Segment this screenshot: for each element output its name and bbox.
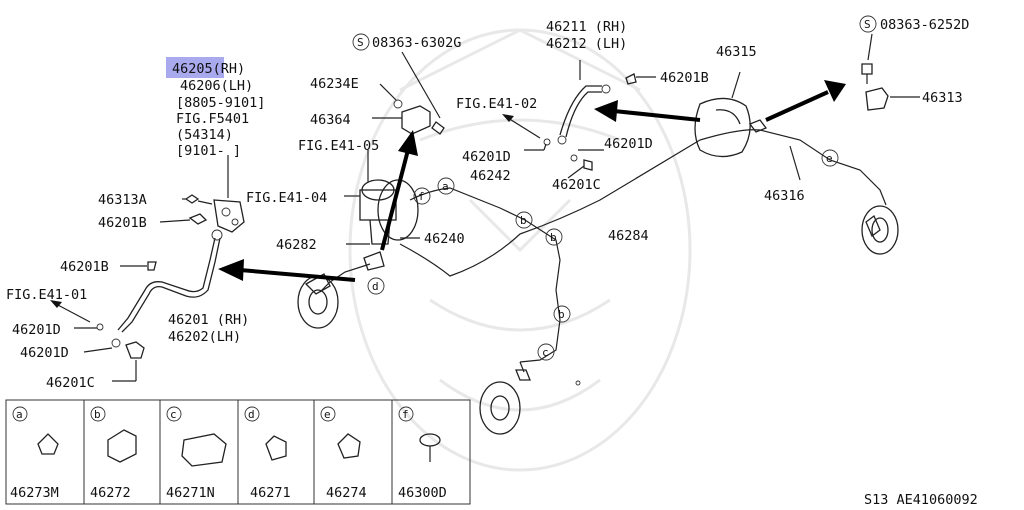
s-mark-text: S: [357, 36, 364, 49]
label-8805: [8805-9101]: [176, 95, 265, 111]
label-fig-e41-02: FIG.E41-02: [456, 96, 537, 112]
legend-b-part: 46272: [90, 485, 131, 501]
label-46201: 46201 (RH): [168, 312, 249, 328]
marker-f: f: [418, 190, 425, 203]
direction-arrows: [218, 80, 846, 282]
clip-46274-icon: [337, 433, 361, 459]
left-brake-assembly: [50, 155, 245, 382]
right-rear-assembly: [694, 33, 920, 255]
s-mark-text-right: S: [864, 18, 871, 31]
legend-f-part: 46300D: [398, 485, 447, 501]
legend-d-key: d: [248, 408, 255, 421]
label-46242: 46242: [470, 168, 511, 184]
label-46313a: 46313A: [98, 192, 147, 208]
clip-46272-icon: [107, 429, 137, 463]
left-rear-assembly: [479, 361, 581, 435]
legend-b-key: b: [94, 408, 101, 421]
s-mark-icon-right: [859, 15, 877, 33]
label-fig-e41-01: FIG.E41-01: [6, 287, 87, 303]
label-fig-e41-04: FIG.E41-04: [246, 190, 327, 206]
marker-c-circle: [537, 343, 555, 361]
label-46315: 46315: [716, 44, 757, 60]
label-46234e: 46234E: [310, 76, 359, 92]
label-46201c-mid: 46201C: [552, 177, 601, 193]
marker-e-circle: [821, 149, 839, 167]
label-46202: 46202(LH): [168, 329, 241, 345]
marker-b3-circle: [553, 305, 571, 323]
legend-c-key: c: [170, 408, 177, 421]
marker-b1: b: [520, 214, 527, 227]
marker-b2: b: [550, 231, 557, 244]
marker-f-circle: [413, 187, 431, 205]
legend-a-key: a: [16, 408, 23, 421]
label-46205: 46205(RH): [172, 61, 245, 77]
label-46313: 46313: [922, 90, 963, 106]
marker-a-circle: [437, 177, 455, 195]
marker-a: a: [442, 180, 449, 193]
legend-c-part: 46271N: [166, 485, 215, 501]
label-46212: 46212 (LH): [546, 36, 627, 52]
marker-c: c: [542, 346, 549, 359]
diagram-code: S13 AE41060092: [864, 492, 978, 508]
watermark-logo: [348, 28, 692, 472]
legend-d-circle: [244, 406, 260, 422]
legend-d-part: 46271: [250, 485, 291, 501]
legend-a-circle: [12, 406, 28, 422]
legend-e-key: e: [324, 408, 331, 421]
marker-b2-circle: [545, 228, 563, 246]
marker-b1-circle: [515, 211, 533, 229]
clip-46271-icon: [265, 435, 287, 461]
label-46201d-left-1: 46201D: [12, 322, 61, 338]
part-highlight: [166, 57, 224, 78]
label-46201d-left-2: 46201D: [20, 345, 69, 361]
legend-e-circle: [320, 406, 336, 422]
marker-d-circle: [367, 277, 385, 295]
legend-e-part: 46274: [326, 485, 367, 501]
label-46201d-right: 46201D: [604, 136, 653, 152]
marker-e: e: [826, 152, 833, 165]
clip-markers: a f b b b c d e: [367, 149, 839, 361]
label-46201b-lower: 46201B: [60, 259, 109, 275]
label-46211: 46211 (RH): [546, 19, 627, 35]
marker-d: d: [372, 280, 379, 293]
label-54314: (54314): [176, 127, 233, 143]
label-figf5401: FIG.F5401: [176, 111, 249, 127]
label-46201c-left: 46201C: [46, 375, 95, 391]
legend-c-circle: [166, 406, 182, 422]
s-mark-icon: [352, 33, 370, 51]
clip-46271n-icon: [181, 433, 227, 467]
callout-labels: 46205(RH) 46206(LH) [8805-9101] FIG.F540…: [6, 15, 969, 391]
label-46240: 46240: [424, 231, 465, 247]
legend-f-key: f: [402, 408, 409, 421]
label-46201b-right: 46201B: [660, 70, 709, 86]
clip-legend: a 46273M b 46272 c 46271N d 46271 e 4627…: [5, 399, 471, 505]
marker-b3: b: [558, 308, 565, 321]
brake-lines: [319, 60, 887, 363]
legend-a-part: 46273M: [10, 485, 59, 501]
label-46201b-upper: 46201B: [98, 215, 147, 231]
clip-46273m-icon: [37, 433, 59, 455]
label-9101: [9101- ]: [176, 143, 241, 159]
label-46206: 46206(LH): [180, 78, 253, 94]
label-fig-e41-05: FIG.E41-05: [298, 138, 379, 154]
label-46284: 46284: [608, 228, 649, 244]
label-08363-6302g: 08363-6302G: [372, 35, 461, 51]
label-46201d-mid: 46201D: [462, 149, 511, 165]
legend-b-circle: [90, 406, 106, 422]
label-46282: 46282: [276, 237, 317, 253]
label-46316: 46316: [764, 188, 805, 204]
label-46364: 46364: [310, 112, 351, 128]
left-front-rotor: [297, 273, 339, 329]
label-08363-6252d: 08363-6252D: [880, 17, 969, 33]
master-cylinder-area: [344, 51, 445, 271]
legend-f-circle: [398, 406, 414, 422]
